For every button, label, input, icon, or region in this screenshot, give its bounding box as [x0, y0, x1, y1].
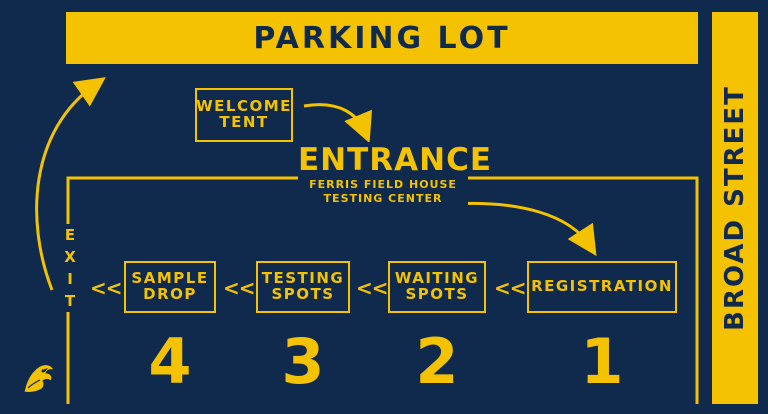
- station-number: 3: [281, 325, 325, 398]
- exit-letter: I: [67, 270, 73, 288]
- station-line1: REGISTRATION: [531, 277, 673, 296]
- registration-arrow: [449, 201, 597, 257]
- flow-marker: <<: [356, 276, 389, 300]
- parking-lot-banner: PARKING LOT: [66, 12, 698, 64]
- entrance-subtitle: FERRIS FIELD HOUSE TESTING CENTER: [298, 178, 468, 206]
- welcome-tent-box: WELCOME TENT: [195, 88, 293, 142]
- exit-label: E X I T: [60, 224, 80, 312]
- station-number: 2: [415, 325, 459, 398]
- station-number: 1: [580, 325, 624, 398]
- station-line1: TESTING: [261, 269, 345, 288]
- exit-letter: E: [64, 226, 76, 244]
- entrance-subtitle-line2: TESTING CENTER: [323, 192, 443, 205]
- welcome-line2: TENT: [219, 113, 269, 131]
- parking-lot-label: PARKING LOT: [253, 20, 511, 56]
- welcome-line1: WELCOME: [196, 97, 292, 116]
- entrance-subtitle-line1: FERRIS FIELD HOUSE: [309, 178, 457, 191]
- broad-street-strip: BROAD STREET: [712, 12, 758, 404]
- station-line2: SPOTS: [405, 285, 469, 303]
- eagle-mascot-icon: [23, 364, 55, 393]
- station-number: 4: [148, 325, 192, 398]
- exit-arrow: [35, 77, 106, 291]
- exit-letter: T: [64, 292, 76, 310]
- station-line2: SPOTS: [271, 285, 335, 303]
- exit-letter: X: [64, 248, 76, 266]
- station-line1: SAMPLE: [131, 269, 209, 288]
- flow-marker: <<: [90, 276, 123, 300]
- building-outline: [66, 176, 699, 404]
- station-waiting-spots: WAITING SPOTS: [388, 261, 486, 313]
- station-line2: DROP: [143, 285, 197, 303]
- station-testing-spots: TESTING SPOTS: [256, 261, 350, 313]
- welcome-arrow: [303, 103, 373, 144]
- flow-marker: <<: [223, 276, 256, 300]
- station-line1: WAITING: [394, 269, 480, 288]
- flow-marker: <<: [494, 276, 527, 300]
- station-sample-drop: SAMPLE DROP: [124, 261, 216, 313]
- station-registration: REGISTRATION: [527, 261, 677, 313]
- entrance-title: ENTRANCE: [298, 142, 492, 178]
